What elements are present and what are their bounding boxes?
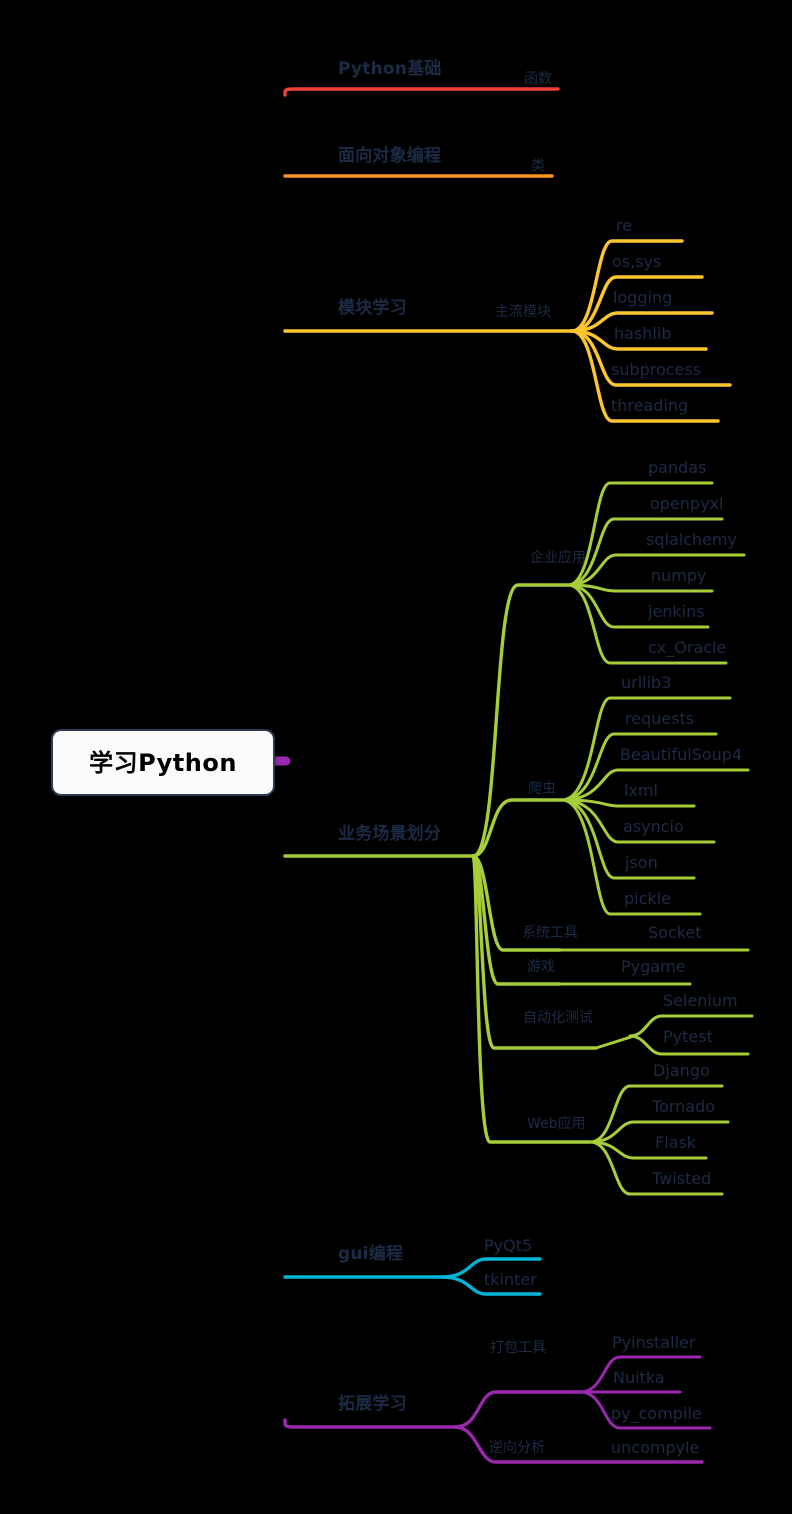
root-node[interactable]: 学习Python bbox=[51, 729, 275, 796]
leaf-label-flask[interactable]: Flask bbox=[655, 1133, 697, 1152]
leaf-label-selenium[interactable]: Selenium bbox=[663, 991, 738, 1010]
leaf-label-urllib3[interactable]: urllib3 bbox=[621, 673, 672, 692]
node-label-systools[interactable]: 系统工具 bbox=[522, 925, 578, 941]
branch-label-extended-study[interactable]: 拓展学习 bbox=[338, 1394, 407, 1414]
leaf-label-pygame[interactable]: Pygame bbox=[621, 957, 686, 976]
leaf-label-beautifulsoup4[interactable]: BeautifulSoup4 bbox=[620, 745, 743, 764]
node-label-autotest[interactable]: 自动化测试 bbox=[523, 1010, 593, 1026]
leaf-label-logging[interactable]: logging bbox=[613, 288, 673, 307]
leaf-label-requests[interactable]: requests bbox=[625, 709, 695, 728]
node-label-webapp[interactable]: Web应用 bbox=[527, 1116, 586, 1132]
leaf-label-hashlib[interactable]: hashlib bbox=[614, 324, 672, 343]
node-label-packaging[interactable]: 打包工具 bbox=[490, 1340, 546, 1356]
node-label-hanshu[interactable]: 函数 bbox=[524, 71, 552, 87]
leaf-label-asyncio[interactable]: asyncio bbox=[623, 817, 684, 836]
branch-label-business-scenarios[interactable]: 业务场景划分 bbox=[338, 824, 442, 844]
leaf-label-cx-oracle[interactable]: cx_Oracle bbox=[648, 638, 727, 657]
leaf-label-lxml[interactable]: lxml bbox=[624, 781, 658, 800]
branch-label-module-study[interactable]: 模块学习 bbox=[338, 298, 407, 318]
root-node-label: 学习Python bbox=[89, 748, 237, 777]
node-label-games[interactable]: 游戏 bbox=[527, 959, 555, 975]
leaf-label-pickle[interactable]: pickle bbox=[624, 889, 671, 908]
leaf-label-tkinter[interactable]: tkinter bbox=[484, 1270, 537, 1289]
leaf-label-numpy[interactable]: numpy bbox=[651, 566, 707, 585]
leaf-label-openpyxl[interactable]: openpyxl bbox=[650, 494, 724, 513]
leaf-label-py-compile[interactable]: py_compile bbox=[611, 1404, 702, 1423]
node-label-mainstream-modules[interactable]: 主流模块 bbox=[495, 304, 551, 320]
leaf-label-jenkins[interactable]: jenkins bbox=[648, 602, 705, 621]
node-label-lei[interactable]: 类 bbox=[531, 158, 545, 174]
node-label-reverse[interactable]: 逆向分析 bbox=[489, 1440, 545, 1456]
leaf-label-uncompyle[interactable]: uncompyle bbox=[611, 1438, 700, 1457]
branch-label-gui-programming[interactable]: gui编程 bbox=[338, 1244, 404, 1264]
leaf-label-nuitka[interactable]: Nuitka bbox=[613, 1368, 665, 1387]
leaf-label-pyinstaller[interactable]: Pyinstaller bbox=[612, 1333, 696, 1352]
leaf-label-re[interactable]: re bbox=[616, 216, 633, 235]
leaf-label-json[interactable]: json bbox=[625, 853, 658, 872]
leaf-label-django[interactable]: Django bbox=[653, 1061, 710, 1080]
leaf-label-threading[interactable]: threading bbox=[611, 396, 689, 415]
leaf-label-pyqt5[interactable]: PyQt5 bbox=[484, 1236, 533, 1255]
leaf-label-tornado[interactable]: Tornado bbox=[652, 1097, 716, 1116]
leaf-label-socket[interactable]: Socket bbox=[648, 923, 702, 942]
branch-label-python-basics[interactable]: Python基础 bbox=[338, 59, 442, 79]
node-label-enterprise[interactable]: 企业应用 bbox=[530, 550, 586, 566]
leaf-label-pytest[interactable]: Pytest bbox=[663, 1027, 713, 1046]
leaf-label-twisted[interactable]: Twisted bbox=[652, 1169, 712, 1188]
leaf-label-os-sys[interactable]: os,sys bbox=[612, 252, 662, 271]
leaf-label-subprocess[interactable]: subprocess bbox=[611, 360, 702, 379]
branch-label-oop[interactable]: 面向对象编程 bbox=[338, 146, 442, 166]
leaf-label-sqlalchemy[interactable]: sqlalchemy bbox=[646, 530, 738, 549]
leaf-label-pandas[interactable]: pandas bbox=[648, 458, 707, 477]
node-label-spider[interactable]: 爬虫 bbox=[528, 781, 556, 797]
